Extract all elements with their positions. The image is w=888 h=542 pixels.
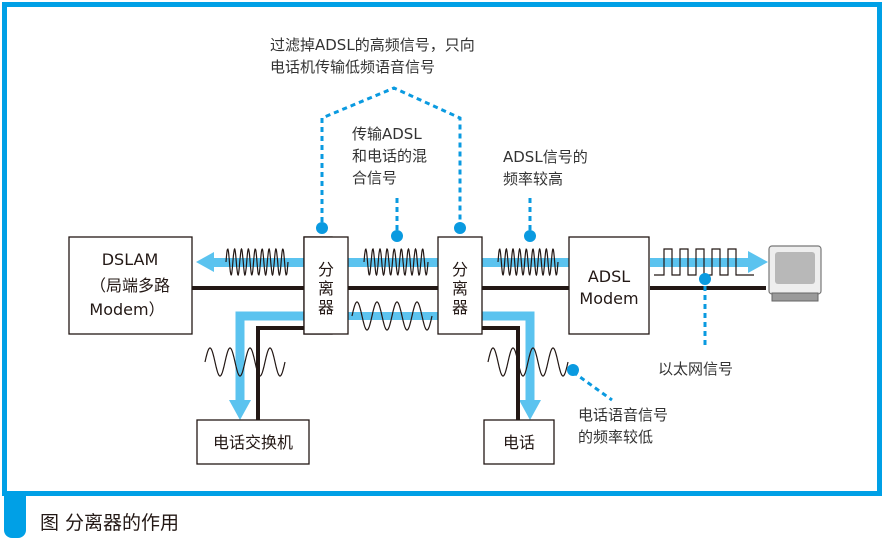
waves	[204, 247, 754, 377]
dot-splitter-left	[316, 222, 328, 234]
splitter-left-char-3: 器	[318, 298, 334, 317]
dot-splitter-right	[454, 222, 466, 234]
high-freq-wave-mid	[363, 247, 429, 277]
arrow-to-phone	[519, 400, 541, 420]
dslam-sublabel-2: Modem）	[89, 300, 164, 319]
caption-tab	[4, 496, 26, 538]
callout-voice-low	[572, 370, 613, 402]
dot-mixed	[391, 230, 403, 242]
dslam-sublabel-1: （局端多路	[90, 276, 170, 295]
exchange-box	[196, 419, 310, 465]
filter-note-line-2: 电话机传输低频语音信号	[270, 58, 435, 76]
nodes	[68, 236, 650, 465]
adsl-modem-label-1: ADSL	[588, 267, 630, 286]
adsl-modem-box	[568, 236, 650, 335]
mixed-note-line-1: 传输ADSL	[352, 125, 422, 143]
adsl-modem-label-2: Modem	[579, 289, 638, 308]
wire-exchange	[256, 326, 306, 420]
adsl-high-line-1: ADSL信号的	[503, 148, 588, 166]
splitter-left-char-2: 离	[318, 279, 334, 298]
filter-note-line-1: 过滤掉ADSL的高频信号，只向	[270, 36, 475, 54]
arrow-to-pc	[748, 251, 768, 273]
high-freq-wave-left	[225, 247, 289, 277]
mixed-note-line-3: 合信号	[352, 169, 397, 187]
dslam-label: DSLAM	[102, 250, 159, 269]
ethernet-label: 以太网信号	[658, 360, 733, 378]
wires	[192, 286, 766, 420]
callout-dots	[316, 222, 711, 376]
voice-path-exchange	[235, 311, 306, 405]
voice-low-line-2: 的频率较低	[578, 428, 653, 446]
square-wave-ethernet	[654, 248, 754, 276]
phone-box	[483, 419, 555, 465]
voice-low-line-1: 电话语音信号	[578, 406, 668, 424]
voice-path-mid	[332, 312, 438, 320]
low-freq-wave-exchange	[204, 347, 286, 377]
splitter-right-char-2: 离	[452, 279, 468, 298]
arrow-to-dslam	[196, 252, 214, 272]
exchange-label: 电话交换机	[213, 433, 293, 452]
voice-path-phone	[482, 311, 535, 405]
figure-frame	[2, 2, 882, 496]
adsl-high-line-2: 频率较高	[503, 170, 563, 188]
wire-phone	[482, 326, 520, 420]
splitter-right-box	[437, 236, 483, 335]
figure-caption: 图 分离器的作用	[40, 512, 180, 534]
adsl-path-top-left	[212, 258, 306, 267]
callout-filter	[320, 86, 462, 222]
splitter-right-char-1: 分	[452, 260, 468, 279]
splitter-right-char-3: 器	[452, 298, 468, 317]
arrow-to-exchange	[229, 400, 251, 420]
splitter-left-box-outline	[303, 236, 349, 335]
dslam-box	[68, 236, 193, 335]
dot-voice-low	[567, 364, 579, 376]
phone-label: 电话	[503, 433, 535, 452]
adsl-path-top-right	[482, 258, 570, 267]
dot-adsl-high	[524, 230, 536, 242]
mixed-note-line-2: 和电话的混	[352, 147, 427, 165]
splitter-left-char-1: 分	[318, 260, 334, 279]
callouts	[320, 86, 707, 402]
dot-ethernet	[699, 273, 711, 285]
computer-monitor-icon	[768, 245, 822, 302]
low-freq-wave-mid	[351, 301, 433, 331]
high-freq-wave-right	[497, 247, 559, 277]
low-freq-wave-phone	[487, 347, 569, 377]
ethernet-path	[650, 258, 750, 267]
